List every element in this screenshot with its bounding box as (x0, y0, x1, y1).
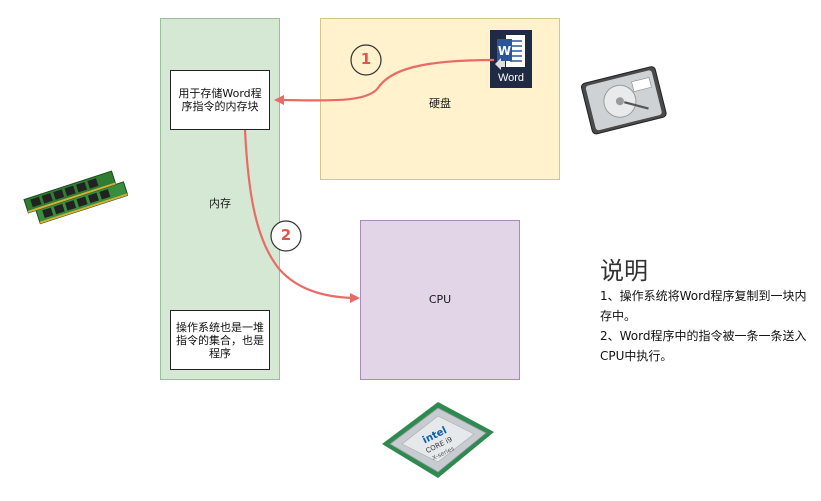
cpu-label: CPU (428, 293, 452, 306)
explanation-panel: 说明 1、操作系统将Word程序复制到一块内存中。 2、Word程序中的指令被一… (600, 256, 810, 366)
intel-core-i9-chip-icon: intel CORE i9 X-series (382, 402, 494, 478)
step-2-marker (270, 220, 302, 252)
word-memory-block: 用于存储Word程序指令的内存块 (170, 70, 270, 130)
explanation-line-1: 1、操作系统将Word程序复制到一块内存中。 (600, 289, 807, 323)
svg-text:W: W (498, 44, 511, 58)
step-2-label: 2 (280, 226, 292, 244)
memory-label: 内存 (209, 197, 231, 210)
hard-disk-icon (580, 66, 667, 135)
word-icon-graphic: W (490, 30, 532, 88)
word-app-icon: W Word (490, 30, 532, 88)
explanation-line-2: 2、Word程序中的指令被一条一条送入CPU中执行。 (600, 329, 807, 363)
word-memory-block-text: 用于存储Word程序指令的内存块 (178, 87, 262, 113)
step-1-marker (350, 44, 382, 76)
ram-sticks-icon (23, 170, 128, 225)
step-1-label: 1 (360, 50, 372, 68)
explanation-title: 说明 (600, 257, 648, 285)
os-memory-block: 操作系统也是一堆指令的集合，也是程序 (170, 310, 270, 370)
send-to-cpu-arrow (243, 129, 360, 303)
os-memory-block-text: 操作系统也是一堆指令的集合，也是程序 (176, 320, 264, 360)
word-icon-label: Word (497, 72, 525, 84)
copy-to-memory-arrow (274, 58, 495, 106)
cpu-region: CPU (360, 220, 520, 380)
disk-label: 硬盘 (429, 97, 451, 110)
